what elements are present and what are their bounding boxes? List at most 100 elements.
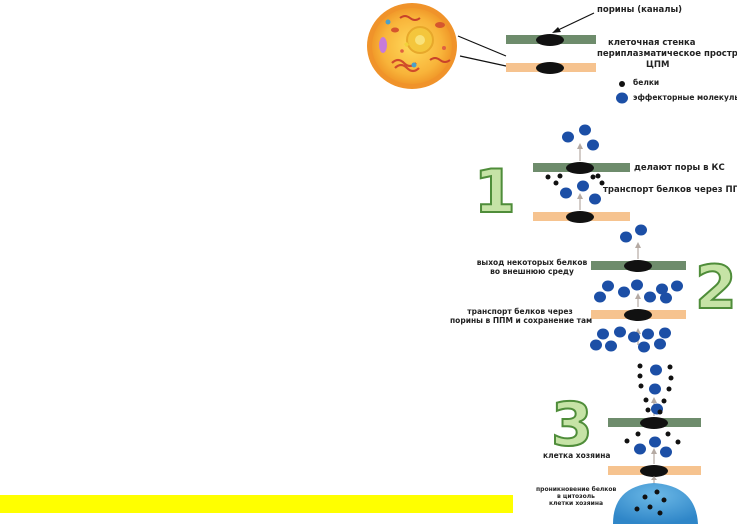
step1-transport-label: транспорт белков через ППМ bbox=[603, 185, 737, 195]
step2-effector bbox=[642, 328, 654, 340]
host-protein bbox=[654, 489, 660, 495]
cell-zoom-line-2 bbox=[459, 55, 507, 67]
cell-mito-1 bbox=[435, 22, 445, 28]
host-protein bbox=[661, 497, 667, 503]
cell-er-3 bbox=[429, 57, 451, 63]
penetration-line3: клетки хозяина bbox=[548, 499, 604, 507]
step1-protein bbox=[599, 180, 605, 186]
legend-cpm-pore bbox=[536, 62, 564, 74]
step2-effector bbox=[671, 280, 683, 292]
step3-protein bbox=[624, 438, 630, 444]
step2-exit-line2: во внешнюю среду bbox=[490, 266, 574, 276]
step1-effector bbox=[577, 180, 589, 192]
step1-arrow-up-head bbox=[577, 143, 583, 149]
step1-diagram: 1 bbox=[473, 124, 630, 228]
step2-effector bbox=[618, 286, 630, 298]
step1-protein bbox=[590, 174, 596, 180]
cell-nucleolus bbox=[415, 35, 425, 45]
step2-effector bbox=[660, 292, 672, 304]
step2-exit-label: выход некоторых белков во внешнюю среду bbox=[474, 258, 590, 276]
step3-protein bbox=[635, 431, 641, 437]
step2-effector bbox=[656, 283, 668, 295]
step2-transport-line2: порины в ППМ и сохранение там bbox=[450, 315, 593, 325]
step3-protein bbox=[645, 407, 651, 413]
step3-wall-pore bbox=[640, 417, 668, 429]
step2-diagram: 2 bbox=[590, 224, 737, 353]
host-protein bbox=[647, 504, 653, 510]
penetration-label: проникновение белков в цитозоль клетки х… bbox=[536, 486, 617, 508]
step3-protein bbox=[665, 431, 671, 437]
step1-effector bbox=[579, 124, 591, 136]
step1-number: 1 bbox=[474, 157, 516, 227]
step3-arrow-low-head bbox=[651, 476, 657, 480]
legend-diagram bbox=[506, 12, 628, 104]
host-cell-label: клетка хозяина bbox=[543, 451, 611, 460]
legend-effector-dot bbox=[616, 92, 628, 104]
step3-cpm-pore bbox=[640, 465, 668, 477]
step2-arrow-up-head bbox=[635, 242, 641, 248]
step1-cpm-pore bbox=[566, 211, 594, 223]
step3-arrow-up-head bbox=[651, 397, 657, 403]
porin-arrow-line bbox=[555, 12, 595, 32]
cell-mito-2 bbox=[391, 27, 399, 33]
legend-wall-pore bbox=[536, 34, 564, 46]
step3-diagram: 3 bbox=[550, 363, 701, 524]
highlight-bar bbox=[0, 495, 513, 513]
cell-illustration bbox=[367, 3, 507, 89]
step2-effector bbox=[594, 291, 606, 303]
step1-effector bbox=[589, 193, 601, 205]
step2-effector bbox=[620, 231, 632, 243]
step2-effector bbox=[605, 340, 617, 352]
step3-effector bbox=[649, 436, 661, 448]
step2-exit-line1: выход некоторых белков bbox=[476, 258, 588, 267]
step3-arrow-mid-head bbox=[651, 448, 657, 454]
step3-protein bbox=[666, 386, 672, 392]
step1-protein bbox=[545, 174, 551, 180]
host-protein bbox=[634, 506, 640, 512]
step1-protein bbox=[557, 173, 563, 179]
step2-effector bbox=[635, 224, 647, 236]
step2-effector bbox=[644, 291, 656, 303]
step3-protein bbox=[668, 375, 674, 381]
step1-effector bbox=[562, 131, 574, 143]
step3-protein bbox=[657, 409, 663, 415]
legend-protein-dot bbox=[619, 81, 625, 87]
step1-pores-label: делают поры в КС bbox=[634, 163, 725, 173]
step2-effector bbox=[638, 341, 650, 353]
step2-effector bbox=[590, 339, 602, 351]
step2-effector bbox=[631, 279, 643, 291]
step3-number: 3 bbox=[551, 390, 593, 460]
effectors-label: эффекторные молекулы bbox=[633, 93, 737, 102]
porin-arrow-head bbox=[552, 27, 561, 33]
step2-effector bbox=[659, 327, 671, 339]
cpm-label: ЦПМ bbox=[646, 60, 670, 70]
step2-effector bbox=[628, 331, 640, 343]
host-protein bbox=[657, 510, 663, 516]
cell-vesicle-1 bbox=[385, 19, 391, 25]
cell-zoom-line-1 bbox=[457, 35, 507, 57]
step3-protein bbox=[661, 398, 667, 404]
step3-protein bbox=[643, 397, 649, 403]
cell-er-2 bbox=[394, 63, 420, 73]
proteins-label: белки bbox=[633, 78, 660, 87]
periplasm-label: периплазматическое пространство bbox=[597, 49, 737, 59]
step3-protein bbox=[638, 383, 644, 389]
step2-arrow-mid-head bbox=[635, 293, 641, 299]
step2-transport-label: транспорт белков через порины в ППМ и со… bbox=[450, 307, 593, 325]
cell-wall-label: клеточная стенка bbox=[608, 38, 696, 48]
step2-effector bbox=[614, 326, 626, 338]
step2-number: 2 bbox=[695, 253, 737, 323]
step3-effector bbox=[649, 383, 661, 395]
step1-protein bbox=[595, 173, 601, 179]
penetration-line1: проникновение белков bbox=[536, 486, 617, 493]
step3-effector bbox=[660, 446, 672, 458]
cell-star bbox=[404, 42, 409, 47]
step1-wall-pore bbox=[566, 162, 594, 174]
step3-protein bbox=[667, 364, 673, 370]
step3-protein bbox=[637, 373, 643, 379]
step3-protein bbox=[637, 363, 643, 369]
step2-transport-line1: транспорт белков через bbox=[467, 307, 573, 316]
cell-vacuole bbox=[379, 37, 387, 53]
host-protein bbox=[642, 494, 648, 500]
